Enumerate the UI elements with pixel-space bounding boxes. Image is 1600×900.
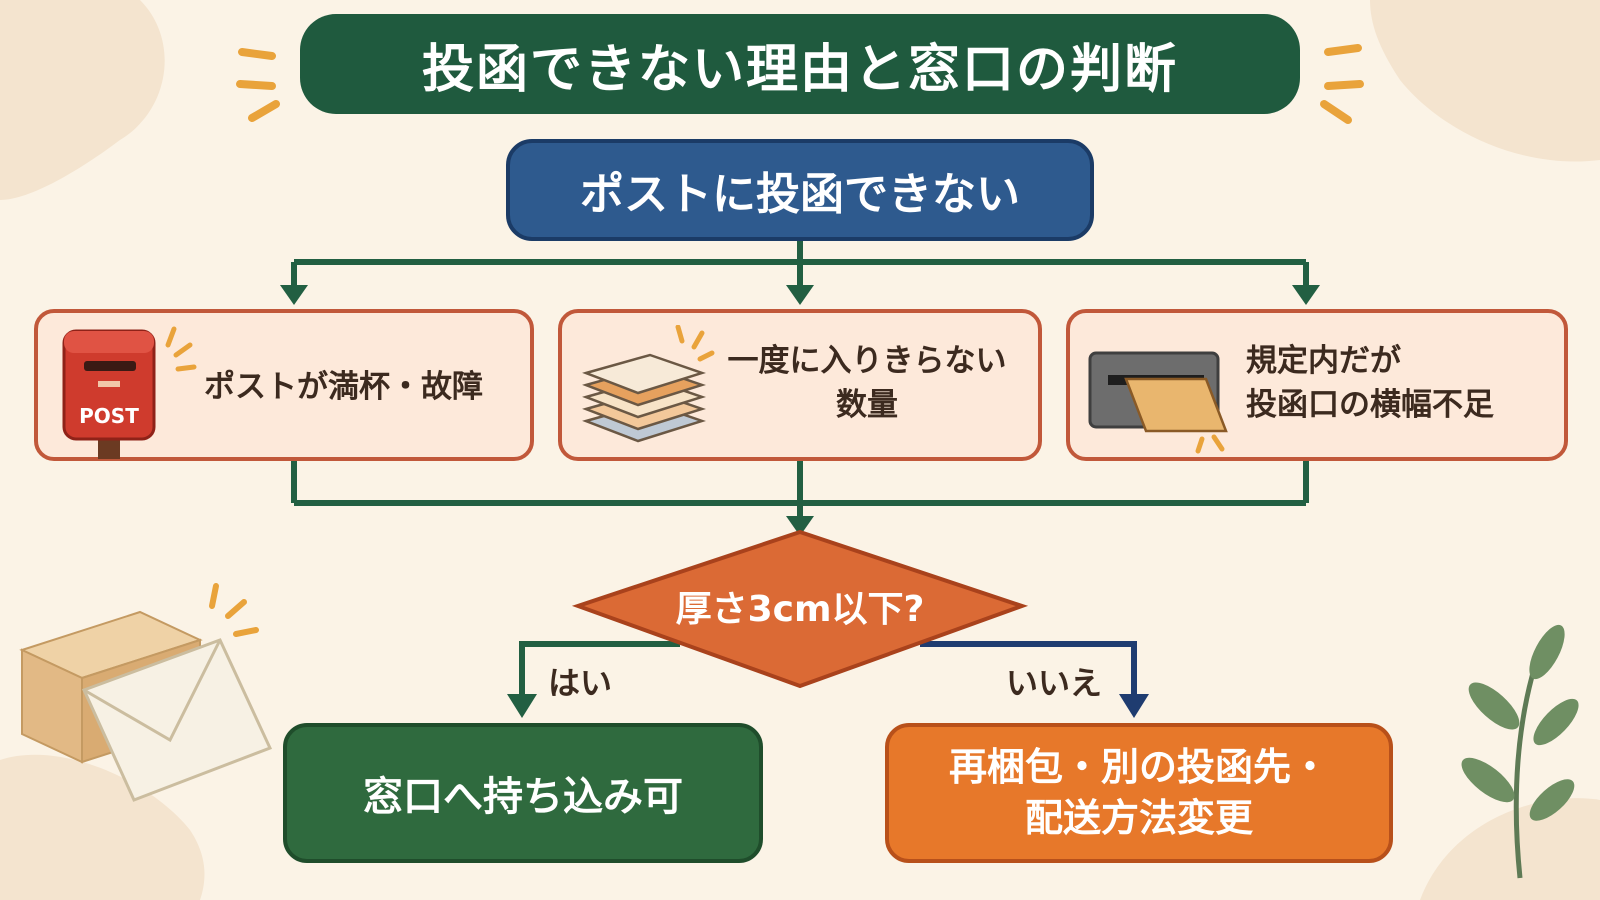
reason-card-too-many: 一度に入りきらない 数量 bbox=[558, 309, 1042, 461]
no-label: いいえ bbox=[1006, 664, 1103, 702]
reason-text-line1: 一度に入りきらない bbox=[727, 343, 1007, 379]
reason-text: 規定内だが 投函口の横幅不足 bbox=[1246, 339, 1494, 427]
result-yes-box: 窓口へ持ち込み可 bbox=[283, 723, 763, 863]
mail-slot-icon bbox=[1088, 351, 1228, 454]
stacked-letters-icon bbox=[582, 325, 715, 443]
page-title: 投函できない理由と窓口の判断 bbox=[300, 14, 1300, 114]
reason-text: ポストが満杯・故障 bbox=[204, 369, 483, 405]
reason-text-line2: 投函口の横幅不足 bbox=[1246, 387, 1494, 424]
reason-card-post-full: POST ポストが満杯・故障 bbox=[34, 309, 534, 461]
decision-label: 厚さ3cm以下? bbox=[675, 589, 925, 630]
reason-text-line1: 規定内だが bbox=[1246, 343, 1401, 379]
postbox-label: POST bbox=[79, 404, 139, 428]
reason-card-slot-narrow: 規定内だが 投函口の横幅不足 bbox=[1066, 309, 1568, 461]
result-no-line2: 配送方法変更 bbox=[1024, 796, 1253, 840]
reason-text-line2: 数量 bbox=[836, 387, 898, 424]
result-no-box: 再梱包・別の投函先・ 配送方法変更 bbox=[885, 723, 1393, 863]
question-box: ポストに投函できない bbox=[506, 139, 1094, 241]
yes-label: はい bbox=[548, 664, 613, 702]
result-no-line1: 再梱包・別の投函先・ bbox=[948, 744, 1329, 789]
reason-text: 一度に入りきらない 数量 bbox=[712, 339, 1022, 427]
postbox-icon: POST bbox=[62, 326, 197, 459]
